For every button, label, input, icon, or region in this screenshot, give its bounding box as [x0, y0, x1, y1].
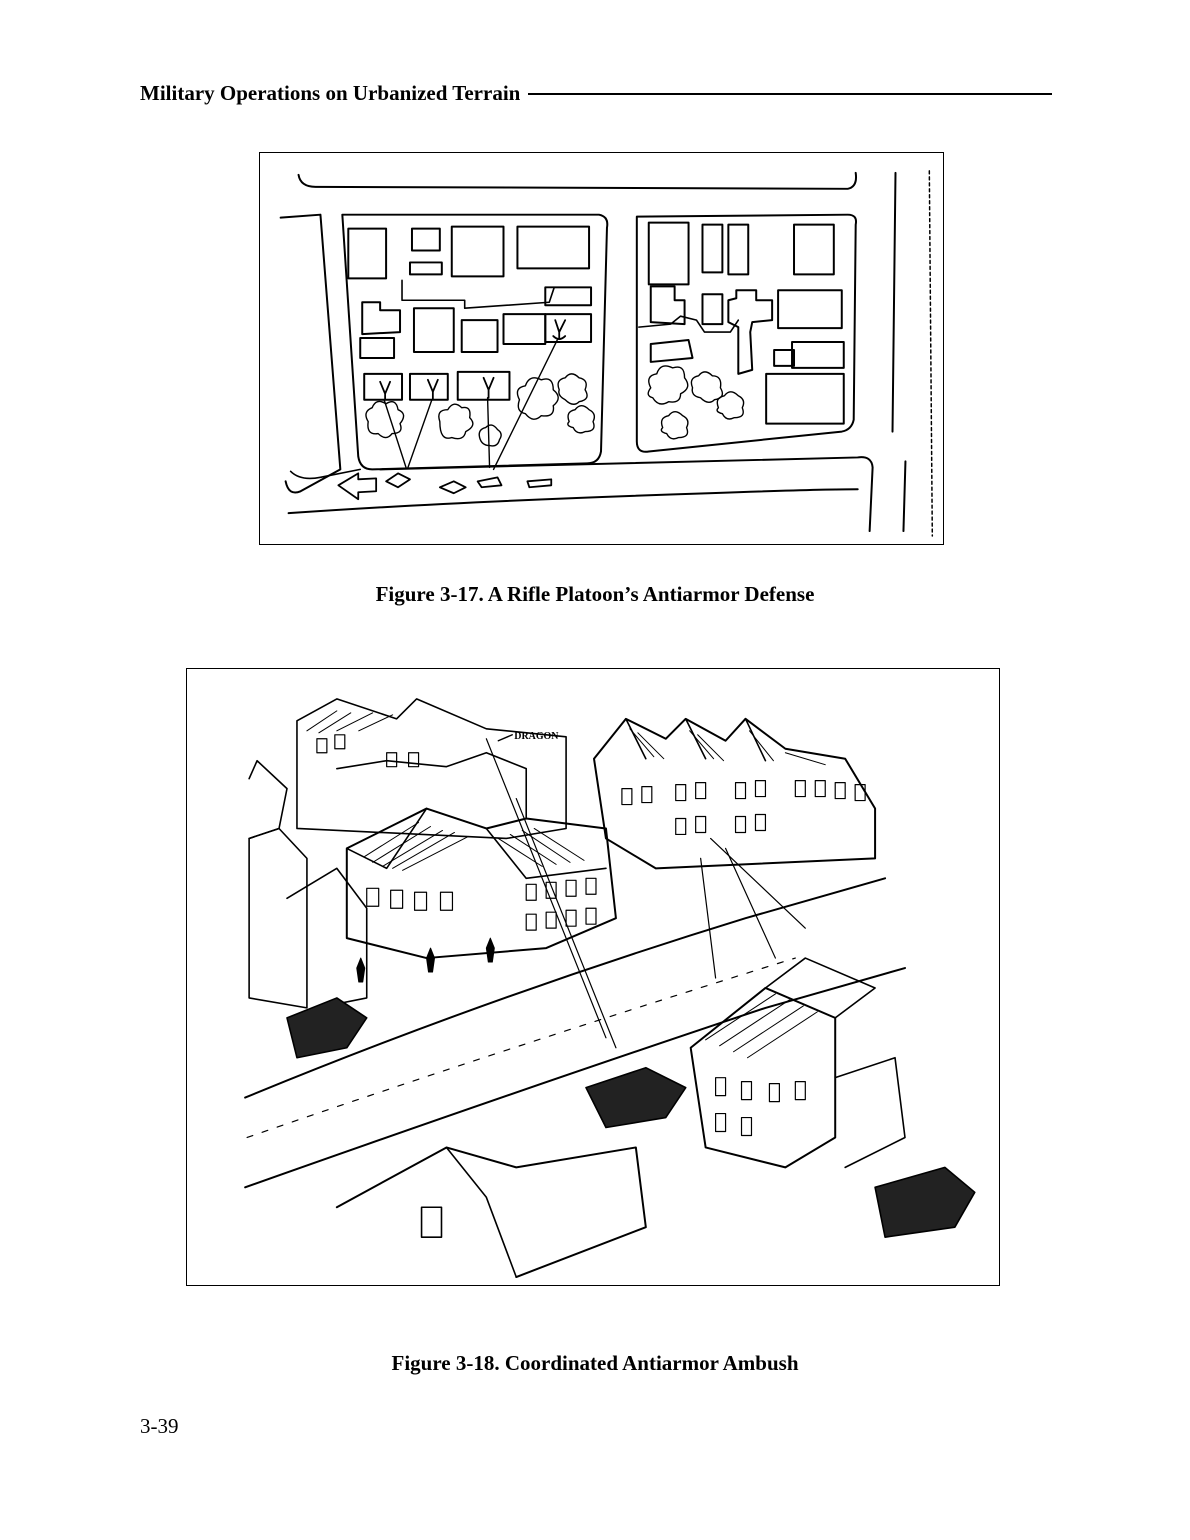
header-rule — [528, 93, 1052, 95]
running-title: Military Operations on Urbanized Terrain — [140, 80, 521, 105]
urban-block-map-illustration — [279, 170, 934, 537]
figure-3-17-caption: Figure 3-17. A Rifle Platoon’s Antiarmor… — [375, 582, 815, 606]
page-number: 3-39 — [140, 1414, 179, 1438]
dragon-label-callout: DRAGON — [497, 731, 559, 742]
figure-3-18-caption: Figure 3-18. Coordinated Antiarmor Ambus… — [391, 1351, 799, 1375]
figure-3-18-frame: DRAGON — [186, 668, 1000, 1286]
dragon-label: DRAGON — [514, 731, 559, 742]
street-ambush-illustration: DRAGON — [244, 698, 976, 1279]
figure-3-17-frame — [259, 152, 944, 545]
running-head: Military Operations on Urbanized Terrain — [140, 79, 1052, 107]
